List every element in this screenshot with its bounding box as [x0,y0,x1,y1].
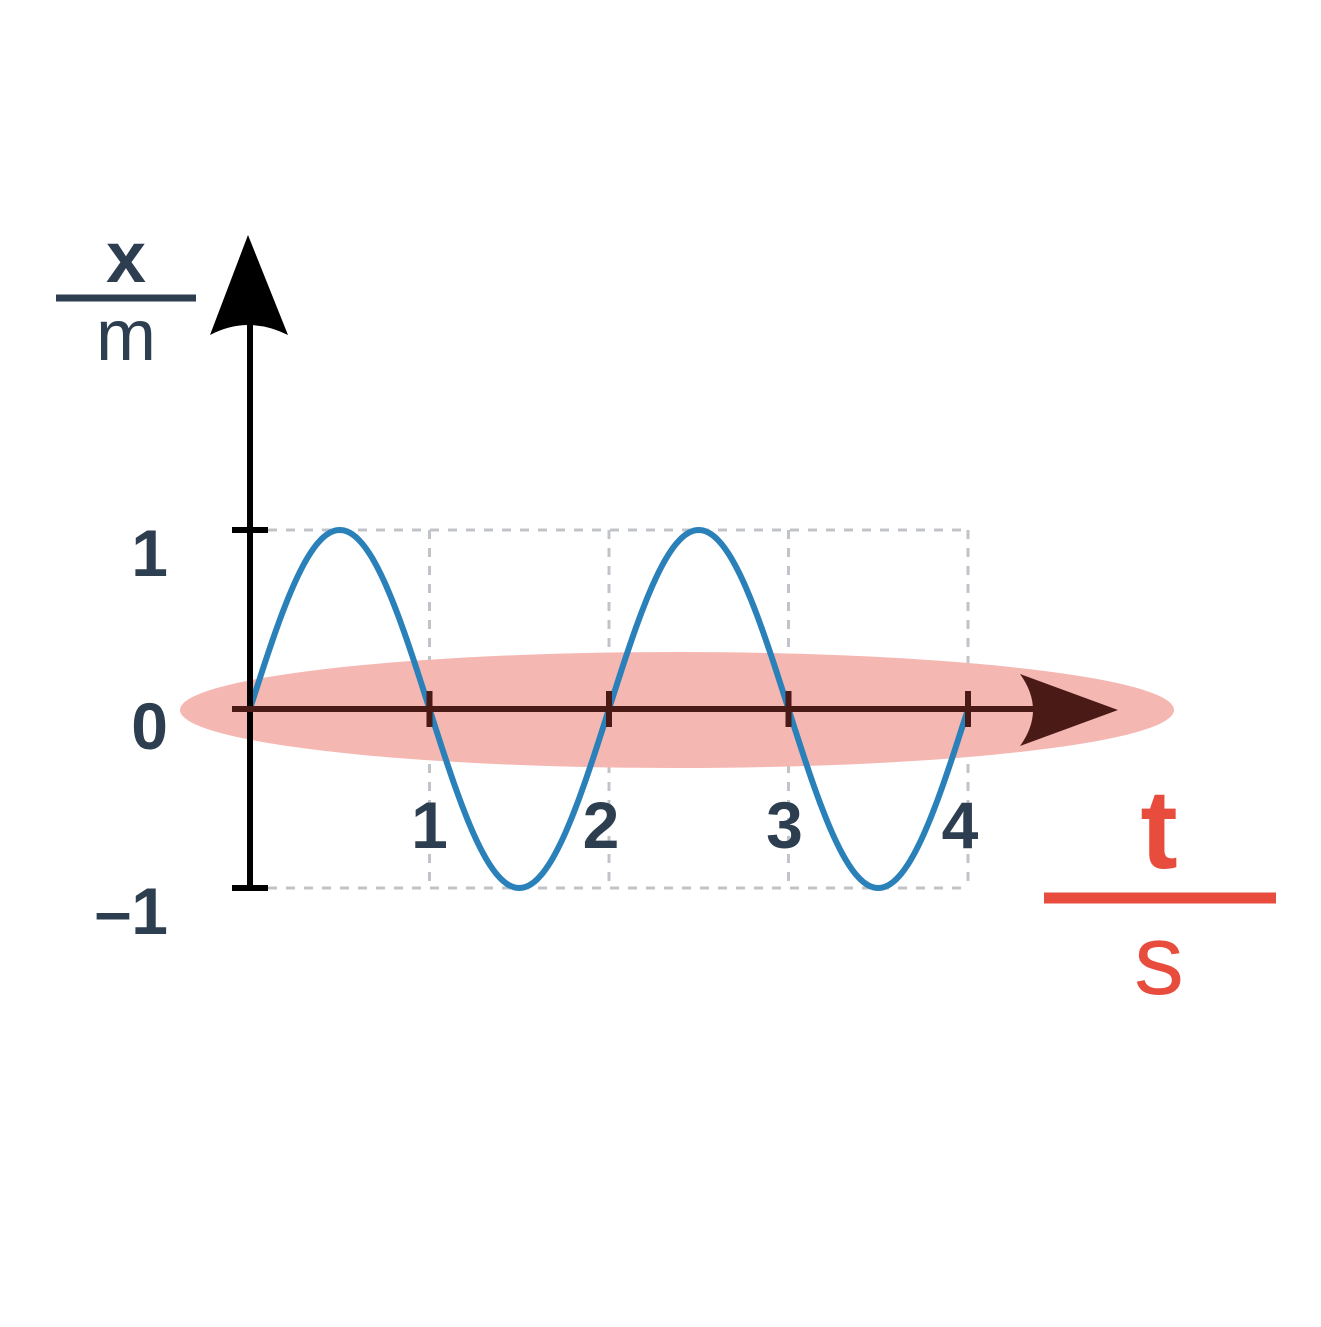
y-unit-numerator: x [106,218,146,298]
y-unit-label: x m [56,218,196,376]
y-axis-arrowhead [210,235,288,335]
t-tick-label-1: 1 [411,788,448,862]
t-tick-label-4: 4 [942,788,979,862]
grid-layer [250,528,970,890]
y-tick-label-2: –1 [95,874,168,948]
label-layer: 1 2 3 4 1 0 –1 [95,516,979,948]
x-unit-denominator: s [1134,904,1184,1016]
t-axis-arrowhead [1020,674,1118,746]
t-tick-label-3: 3 [766,788,803,862]
y-tick-label-0: 1 [131,516,168,590]
y-unit-denominator: m [96,296,156,376]
x-unit-label: t s [1044,767,1276,1016]
axis-layer [210,235,1118,891]
t-tick-label-2: 2 [583,788,620,862]
y-tick-label-1: 0 [131,689,168,763]
x-unit-numerator: t [1140,767,1177,892]
